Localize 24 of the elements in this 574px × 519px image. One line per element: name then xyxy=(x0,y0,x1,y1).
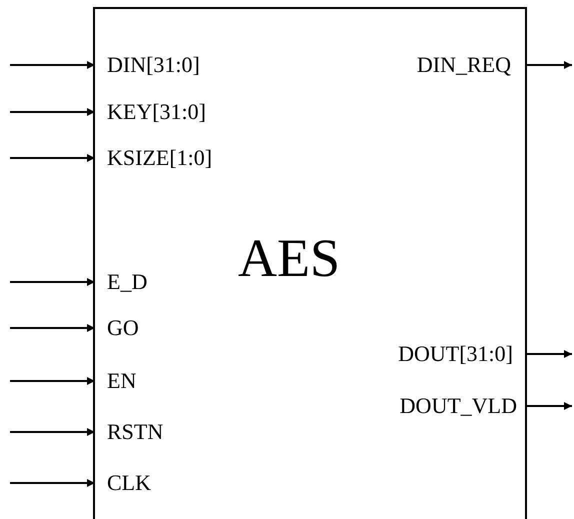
pin-label: RSTN xyxy=(95,417,164,447)
pin-label: CLK xyxy=(95,468,151,498)
pin-label: E_D xyxy=(95,267,148,297)
signal-arrow xyxy=(525,402,572,410)
block-title: AES xyxy=(238,227,340,289)
pin-label: DOUT_VLD xyxy=(400,391,525,421)
signal-arrow xyxy=(10,61,95,69)
signal-arrow xyxy=(10,108,95,116)
pin-label: DOUT[31:0] xyxy=(398,339,525,369)
signal-arrow xyxy=(10,377,95,385)
signal-arrow xyxy=(10,154,95,162)
signal-arrow xyxy=(10,278,95,286)
signal-arrow xyxy=(525,350,572,358)
block-box xyxy=(93,7,527,519)
pin-label: KEY[31:0] xyxy=(95,97,206,127)
signal-arrow xyxy=(10,479,95,487)
pin-label: DIN[31:0] xyxy=(95,50,200,80)
pin-label: EN xyxy=(95,366,136,396)
signal-arrow xyxy=(10,428,95,436)
pin-label: GO xyxy=(95,313,139,343)
pin-label: KSIZE[1:0] xyxy=(95,143,212,173)
pin-label: DIN_REQ xyxy=(416,50,525,80)
signal-arrow xyxy=(10,324,95,332)
signal-arrow xyxy=(525,61,572,69)
